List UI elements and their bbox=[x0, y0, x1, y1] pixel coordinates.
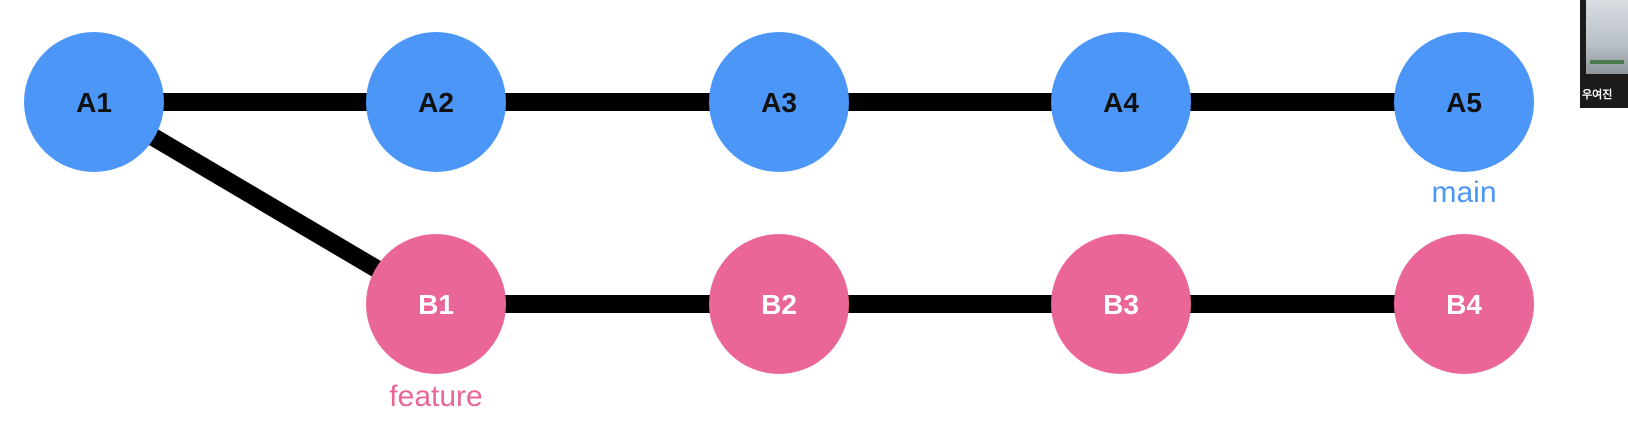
commit-circle bbox=[1394, 32, 1534, 172]
commit-label: A4 bbox=[1103, 87, 1139, 118]
commit-node-a2: A2 bbox=[366, 32, 506, 172]
presenter-video-thumbnail: 우여진 bbox=[1580, 0, 1628, 108]
commit-label: A1 bbox=[76, 87, 112, 118]
commit-node-a3: A3 bbox=[709, 32, 849, 172]
commit-circle bbox=[366, 32, 506, 172]
thumbnail-screen-bar bbox=[1590, 60, 1624, 64]
commit-circle bbox=[709, 32, 849, 172]
commit-node-b4: B4 bbox=[1394, 234, 1534, 374]
commit-label: A5 bbox=[1446, 87, 1482, 118]
commit-label: A2 bbox=[418, 87, 454, 118]
commit-label: B1 bbox=[418, 289, 454, 320]
commit-node-a1: A1 bbox=[24, 32, 164, 172]
branch-label-feature: feature bbox=[389, 380, 482, 413]
commit-circle bbox=[1051, 234, 1191, 374]
commit-circle bbox=[1394, 234, 1534, 374]
commit-node-b2: B2 bbox=[709, 234, 849, 374]
commit-node-a5: A5 bbox=[1394, 32, 1534, 172]
branch-label-main: main bbox=[1431, 176, 1496, 209]
branch-labels-layer: main feature bbox=[389, 176, 1496, 413]
commit-label: A3 bbox=[761, 87, 797, 118]
thumbnail-name-text: 우여진 bbox=[1582, 88, 1613, 101]
commit-circle bbox=[1051, 32, 1191, 172]
commit-circle bbox=[709, 234, 849, 374]
commit-node-b1: B1 bbox=[366, 234, 506, 374]
commit-node-b3: B3 bbox=[1051, 234, 1191, 374]
commit-circle bbox=[24, 32, 164, 172]
commit-label: B2 bbox=[761, 289, 797, 320]
commit-label: B4 bbox=[1446, 289, 1482, 320]
commit-label: B3 bbox=[1103, 289, 1139, 320]
commit-node-a4: A4 bbox=[1051, 32, 1191, 172]
commit-circle bbox=[366, 234, 506, 374]
